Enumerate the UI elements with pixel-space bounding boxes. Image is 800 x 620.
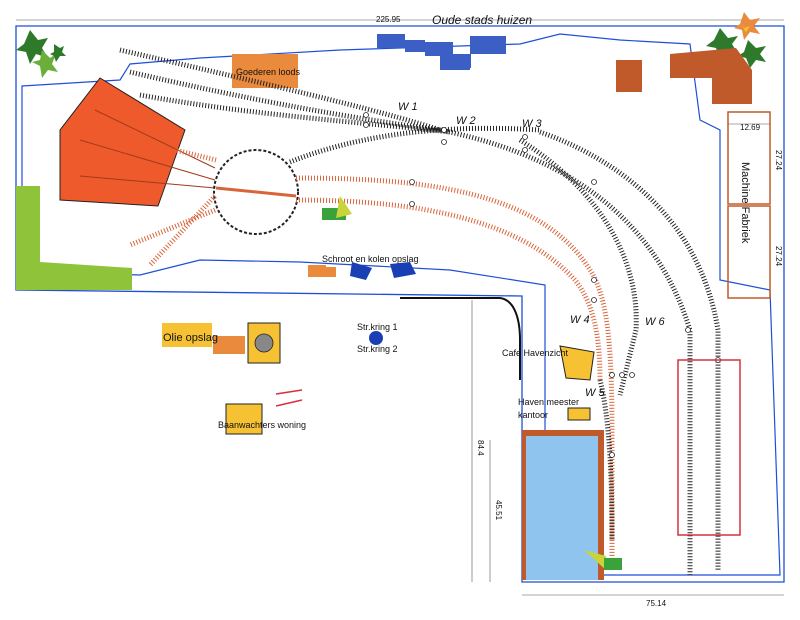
label-cafe: Cafe Havenzicht bbox=[502, 348, 569, 358]
roundhouse bbox=[59, 77, 186, 207]
signal-mark-2 bbox=[275, 399, 303, 407]
label-schroot: Schroot en kolen opslag bbox=[322, 254, 419, 264]
town-houses bbox=[377, 34, 506, 70]
label-str-kring-2: Str.kring 2 bbox=[357, 344, 398, 354]
switch-w6: W 6 bbox=[645, 316, 665, 328]
cafe-building bbox=[559, 345, 595, 381]
building-brown-1 bbox=[616, 60, 642, 92]
switch-w5: W 5 bbox=[585, 387, 605, 399]
tree-left bbox=[16, 30, 66, 78]
switch-markers bbox=[363, 112, 721, 458]
switch-w2: W 2 bbox=[456, 115, 476, 127]
label-havenmeester-2: kantoor bbox=[518, 410, 548, 420]
tree-right bbox=[706, 12, 766, 68]
tree-small-turntable bbox=[336, 196, 352, 218]
harbour-water bbox=[526, 436, 598, 580]
dim-left-height: 84.4 bbox=[476, 440, 485, 456]
baanwachters-building bbox=[225, 403, 263, 435]
dim-bottom-width: 75.14 bbox=[646, 599, 667, 608]
goederen-loods-building bbox=[232, 54, 298, 88]
dim-factory-height-2: 27.24 bbox=[774, 246, 783, 267]
turntable-bridge bbox=[215, 186, 297, 198]
harbour-shed bbox=[604, 558, 622, 570]
label-goederen-loods: Goederen loods bbox=[236, 67, 301, 77]
havenmeester-building bbox=[567, 407, 591, 421]
orange-tracks bbox=[129, 147, 615, 570]
label-havenmeester-1: Haven meester bbox=[518, 397, 579, 407]
schroot-opslag bbox=[308, 262, 416, 280]
inner-boundary bbox=[21, 33, 781, 576]
str-kring-marker bbox=[369, 331, 383, 345]
roundhouse-tracks bbox=[79, 109, 216, 189]
olie-opslag bbox=[162, 322, 281, 364]
switch-w1: W 1 bbox=[398, 101, 418, 113]
dimension-left: 84.4 bbox=[471, 300, 485, 582]
signal-mark-1 bbox=[275, 389, 303, 395]
machine-fabriek: 12.69 Machine Fabriek 27.24 27.24 bbox=[727, 111, 783, 299]
tree-small-harbour bbox=[584, 550, 606, 570]
edge-curve bbox=[400, 297, 521, 380]
dimension-bottom: 75.14 bbox=[522, 594, 784, 608]
title: Oude stads huizen bbox=[432, 13, 532, 27]
dimension-top: 225.95 bbox=[16, 15, 784, 24]
dimension-basin: 45.51 bbox=[489, 440, 503, 582]
label-olie: Olie opslag bbox=[163, 332, 218, 344]
label-machine-fabriek: Machine Fabriek bbox=[739, 162, 751, 244]
building-brown-2 bbox=[670, 48, 752, 104]
label-str-kring-1: Str.kring 1 bbox=[357, 322, 398, 332]
red-frame bbox=[677, 359, 741, 536]
dim-factory-width: 12.69 bbox=[740, 123, 761, 132]
switch-w4: W 4 bbox=[570, 314, 590, 326]
dim-basin-height: 45.51 bbox=[494, 500, 503, 521]
label-baanwachters: Baanwachters woning bbox=[218, 420, 306, 430]
dim-top-width: 225.95 bbox=[376, 15, 401, 24]
switch-w3: W 3 bbox=[522, 118, 542, 130]
dim-factory-height-1: 27.24 bbox=[774, 150, 783, 171]
main-tracks bbox=[119, 47, 721, 575]
grass-patch bbox=[16, 186, 132, 290]
